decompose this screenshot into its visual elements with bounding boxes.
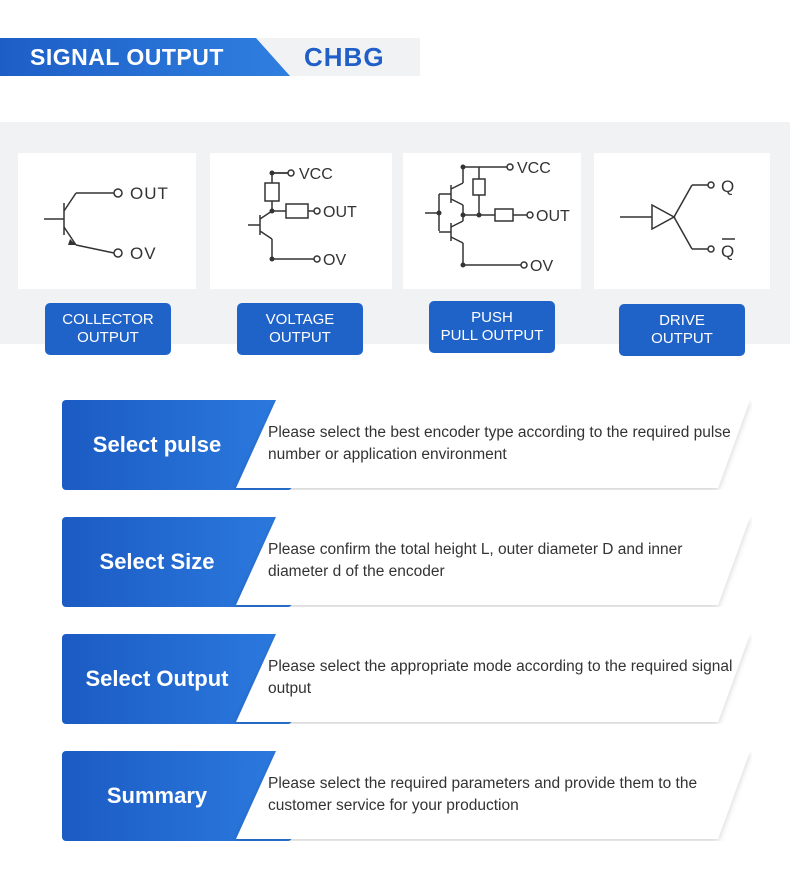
label-line: OUTPUT	[77, 329, 139, 346]
collector-output-diagram: OUT OV	[18, 153, 196, 289]
header-title-background	[0, 38, 290, 76]
pin-label: OV	[130, 244, 157, 263]
label-line: VOLTAGE	[265, 311, 335, 328]
drive-output-label: DRIVE OUTPUT	[619, 304, 745, 356]
step-title: Select Output	[85, 666, 229, 691]
push-pull-output-label: PUSH PULL OUTPUT	[429, 301, 555, 353]
brand-name: CHBG	[304, 42, 385, 72]
voltage-output-diagram: VCC OUT OV	[210, 153, 392, 289]
label-line: OUTPUT	[651, 330, 713, 347]
step-select-output: Select Output Please select the appropri…	[62, 634, 752, 724]
pin-label: Q	[721, 242, 734, 261]
drive-output-diagram: Q Q	[594, 153, 770, 289]
collector-output-label: COLLECTOR OUTPUT	[45, 303, 171, 355]
step-description: Please confirm the total height L, outer…	[268, 541, 683, 580]
step-title: Select pulse	[92, 432, 222, 457]
step-select-size: Select Size Please confirm the total hei…	[62, 517, 752, 607]
step-description: Please select the best encoder type acco…	[268, 424, 731, 463]
pin-label: Q	[721, 177, 734, 196]
pin-label: OV	[323, 252, 346, 269]
step-title: Select Size	[99, 549, 215, 574]
page-title: SIGNAL OUTPUT	[30, 44, 224, 70]
label-line: OUTPUT	[269, 329, 331, 346]
pin-label: VCC	[517, 160, 551, 177]
step-summary: Summary Please select the required param…	[62, 751, 752, 841]
pin-label: OUT	[536, 208, 570, 225]
pin-label: OUT	[323, 204, 357, 221]
step-description: Please select the appropriate mode accor…	[268, 658, 733, 697]
step-title: Summary	[106, 783, 208, 808]
pin-label: OV	[530, 258, 553, 275]
step-description: Please select the required parameters an…	[268, 775, 698, 814]
pin-label: VCC	[299, 166, 333, 183]
voltage-output-label: VOLTAGE OUTPUT	[237, 303, 363, 355]
label-line: PUSH	[471, 309, 513, 326]
label-line: PULL OUTPUT	[440, 327, 544, 344]
pin-label: OUT	[130, 184, 169, 203]
step-select-pulse: Select pulse Please select the best enco…	[62, 400, 752, 490]
push-pull-output-diagram: VCC OUT OV	[403, 153, 581, 289]
label-line: COLLECTOR	[62, 311, 154, 328]
label-line: DRIVE	[659, 312, 705, 329]
